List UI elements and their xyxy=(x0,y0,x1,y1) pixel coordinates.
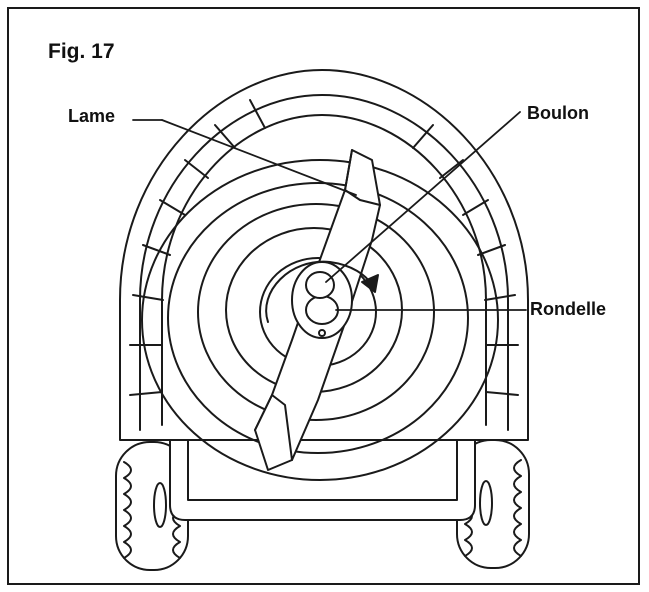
figure-title: Fig. 17 xyxy=(48,40,115,63)
label-bolt: Boulon xyxy=(527,103,589,123)
bolt-head xyxy=(305,271,335,299)
housing-inner-wall xyxy=(161,114,487,426)
blade-hub xyxy=(291,261,353,339)
housing-rim-inner xyxy=(139,94,509,431)
leader-lame-diag xyxy=(161,119,357,196)
leader-boulon xyxy=(325,111,521,283)
deck-inner-frame xyxy=(187,439,458,501)
washer xyxy=(305,295,339,325)
label-washer: Rondelle xyxy=(530,299,607,319)
blade-wing-bottom xyxy=(254,394,293,461)
housing-ribs xyxy=(129,99,519,396)
rotation-arrowhead xyxy=(361,274,379,293)
blade-wing-top xyxy=(344,149,381,206)
cutting-chamber xyxy=(141,159,499,481)
rotation-arrow xyxy=(265,260,373,323)
label-blade: Lame xyxy=(68,106,116,126)
